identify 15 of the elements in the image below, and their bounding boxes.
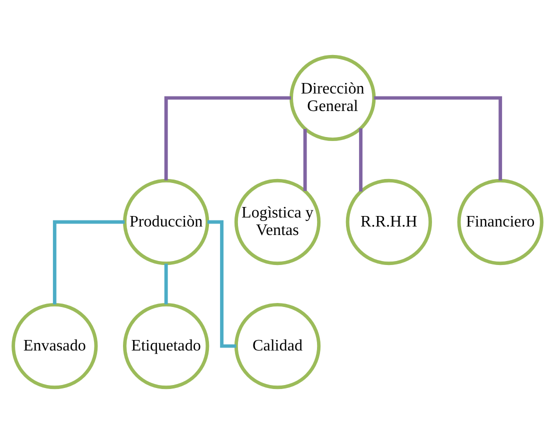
connector bbox=[164, 263, 168, 304]
node-circle: R.R.H.H bbox=[346, 178, 432, 265]
connector bbox=[52, 220, 125, 304]
connector bbox=[164, 96, 292, 180]
connector bbox=[374, 96, 502, 180]
node-circle: Financiero bbox=[457, 178, 544, 265]
connector bbox=[207, 220, 236, 348]
node-circle: Producciòn bbox=[123, 178, 210, 265]
node-circle: Calidad bbox=[234, 302, 321, 389]
connector bbox=[303, 128, 307, 190]
connector bbox=[359, 128, 362, 192]
node-circle: Etiquetado bbox=[123, 302, 210, 389]
node-circle: Logìstica y Ventas bbox=[234, 178, 321, 265]
node-circle: Envasado bbox=[12, 302, 98, 389]
node-circle: Direcciòn General bbox=[290, 54, 376, 141]
